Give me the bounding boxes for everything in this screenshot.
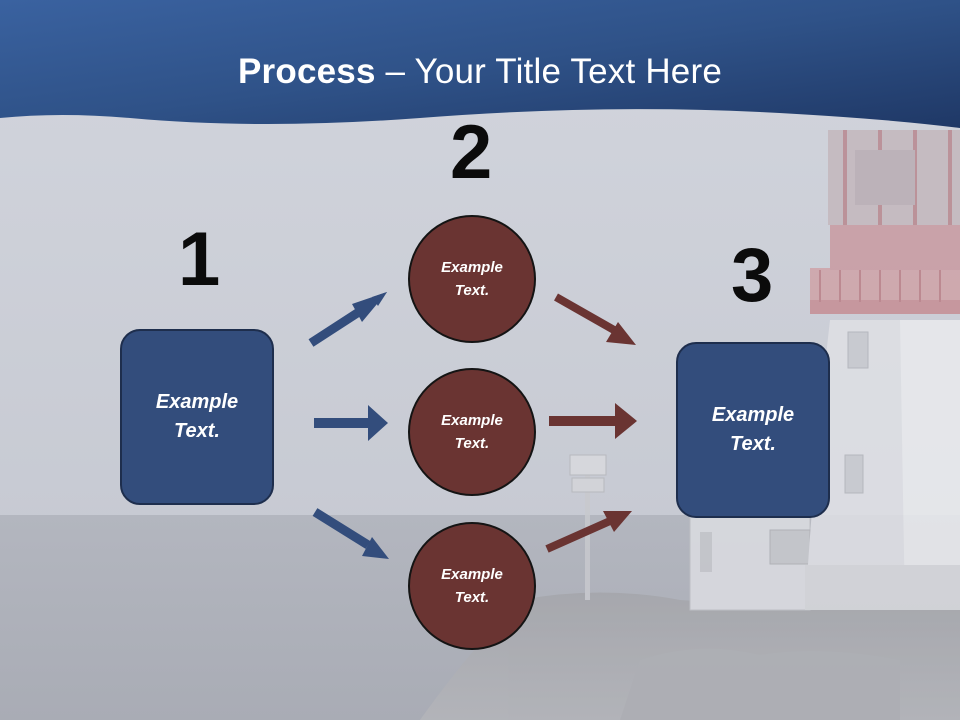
middle-circle-text: Example Text.	[441, 412, 503, 452]
step-number-3: 3	[731, 233, 774, 318]
step-number-2: 2	[450, 110, 493, 195]
arrow-to-bottom-circle	[312, 508, 389, 559]
top-process-circle[interactable]: Example Text.	[408, 215, 536, 343]
title-bold-part: Process	[238, 52, 376, 91]
arrow-from-top-circle	[554, 293, 636, 345]
step-number-1: 1	[178, 217, 221, 302]
arrow-from-middle-circle	[549, 403, 637, 439]
right-box-text: Example Text.	[711, 404, 795, 455]
arrow-from-bottom-circle	[545, 511, 632, 553]
top-circle-text: Example Text.	[441, 259, 503, 299]
title-regular-part: – Your Title Text Here	[375, 52, 722, 91]
arrow-to-middle-circle	[314, 405, 388, 441]
arrow-to-top-circle	[308, 292, 387, 347]
right-process-box[interactable]: Example Text.	[676, 342, 830, 518]
bottom-process-circle[interactable]: Example Text.	[408, 522, 536, 650]
header-band	[0, 0, 960, 128]
slide-title: Process – Your Title Text Here	[0, 52, 960, 92]
left-box-text: Example Text.	[155, 391, 239, 442]
left-process-box[interactable]: Example Text.	[120, 329, 274, 505]
lighthouse-illustration	[420, 130, 960, 720]
bottom-circle-text: Example Text.	[441, 566, 503, 606]
middle-process-circle[interactable]: Example Text.	[408, 368, 536, 496]
